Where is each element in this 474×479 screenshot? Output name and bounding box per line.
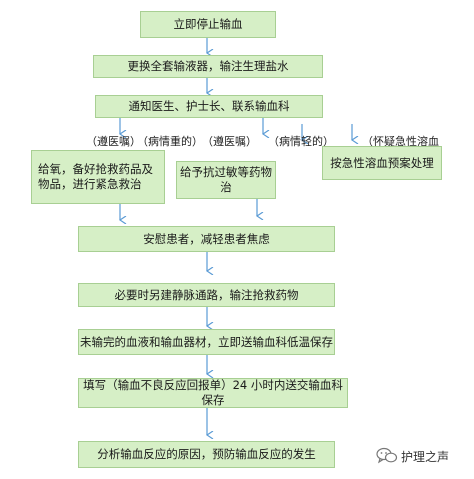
branch-label-severe: （病情重的） xyxy=(137,135,203,148)
watermark: 护理之声 xyxy=(376,447,449,465)
step-stop-transfusion: 立即停止输血 xyxy=(140,11,276,38)
step-venous-access: 必要时另建静脉通路，输注抢救药物 xyxy=(78,283,335,307)
step-comfort-patient: 安慰患者，减轻患者焦虑 xyxy=(78,226,335,252)
step-analyze-cause: 分析输血反应的原因，预防输血反应的发生 xyxy=(78,441,335,468)
branch-label-doctor-order-1: （遵医嘱） xyxy=(86,135,141,148)
branch-label-mild: （病情轻的） xyxy=(268,135,334,148)
step-send-blood-to-bank: 未输完的血液和输血器材，立即送输血科低温保存 xyxy=(78,329,335,355)
step-fill-report: 填写（输血不良反应回报单）24 小时内送交输血科保存 xyxy=(78,378,348,408)
wechat-icon xyxy=(376,447,398,464)
step-anti-allergy-drugs: 给予抗过敏等药物治 xyxy=(176,161,276,199)
watermark-text: 护理之声 xyxy=(401,449,450,464)
step-notify-staff: 通知医生、护士长、联系输血科 xyxy=(95,95,323,118)
step-oxygen-emergency-care: 给氧，备好抢救药品及物品，进行紧急救治 xyxy=(31,150,165,204)
step-replace-infusion-set: 更换全套输液器，输注生理盐水 xyxy=(93,55,323,78)
step-hemolysis-protocol: 按急性溶血预案处理 xyxy=(322,146,442,180)
branch-label-suspected-hemolysis: （怀疑急性溶血 xyxy=(362,135,439,148)
branch-label-doctor-order-2: （遵医嘱） xyxy=(202,135,257,148)
